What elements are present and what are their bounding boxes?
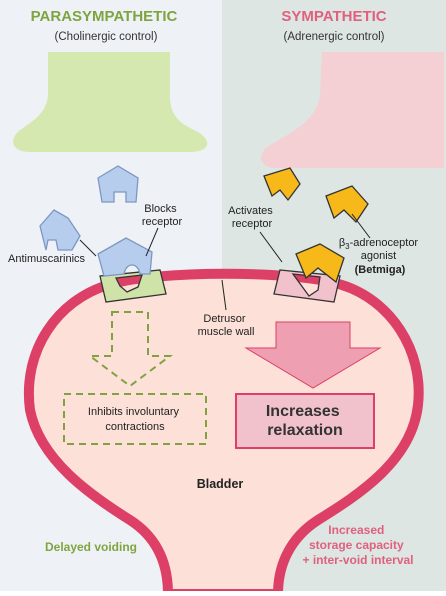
increases-relaxation-label: Increases relaxation	[266, 403, 344, 439]
increases-relaxation-box	[235, 393, 375, 449]
agonist-leader	[351, 213, 371, 239]
activates-receptor-leader	[259, 231, 283, 263]
antimuscarinic-molecule	[97, 165, 139, 203]
parasympathetic-nerve-terminal	[13, 52, 208, 152]
detrusor-leader	[221, 279, 227, 311]
beta3-agonist-bound-molecule	[295, 243, 345, 284]
antimuscarinic-bound-molecule	[97, 237, 153, 277]
antimuscarinic-molecule	[39, 209, 81, 251]
detrusor-label: Detrusor muscle wall	[198, 313, 255, 338]
sympathetic-title: SYMPATHETIC	[281, 8, 386, 25]
inhibition-arrow	[87, 311, 173, 388]
antimuscarinics-leader	[79, 239, 97, 257]
increased-storage-label: Increased storage capacity + inter-void …	[302, 523, 413, 567]
parasympathetic-title: PARASYMPATHETIC	[31, 8, 178, 25]
activates-receptor-label: Activates receptor	[228, 205, 276, 230]
antimuscarinics-label: Antimuscarinics	[8, 253, 86, 265]
delayed-voiding-label: Delayed voiding	[45, 540, 137, 554]
sympathetic-nerve-terminal	[261, 52, 444, 168]
sympathetic-subtitle: (Adrenergic control)	[284, 31, 385, 43]
inhibits-contractions-label: Inhibits involuntary contractions	[88, 406, 182, 433]
beta3-agonist-molecule	[263, 167, 301, 202]
blocks-receptor-label: Blocks receptor	[142, 203, 183, 228]
beta3-agonist-molecule	[325, 185, 369, 224]
blocks-receptor-leader	[145, 227, 159, 257]
beta3-agonist-label: β3-adrenoceptor agonist (Betmiga)	[339, 237, 421, 276]
parasympathetic-subtitle: (Cholinergic control)	[55, 31, 158, 43]
relaxation-arrow	[244, 321, 382, 389]
beta3-receptor	[273, 269, 341, 303]
bladder-label: Bladder	[197, 477, 244, 491]
